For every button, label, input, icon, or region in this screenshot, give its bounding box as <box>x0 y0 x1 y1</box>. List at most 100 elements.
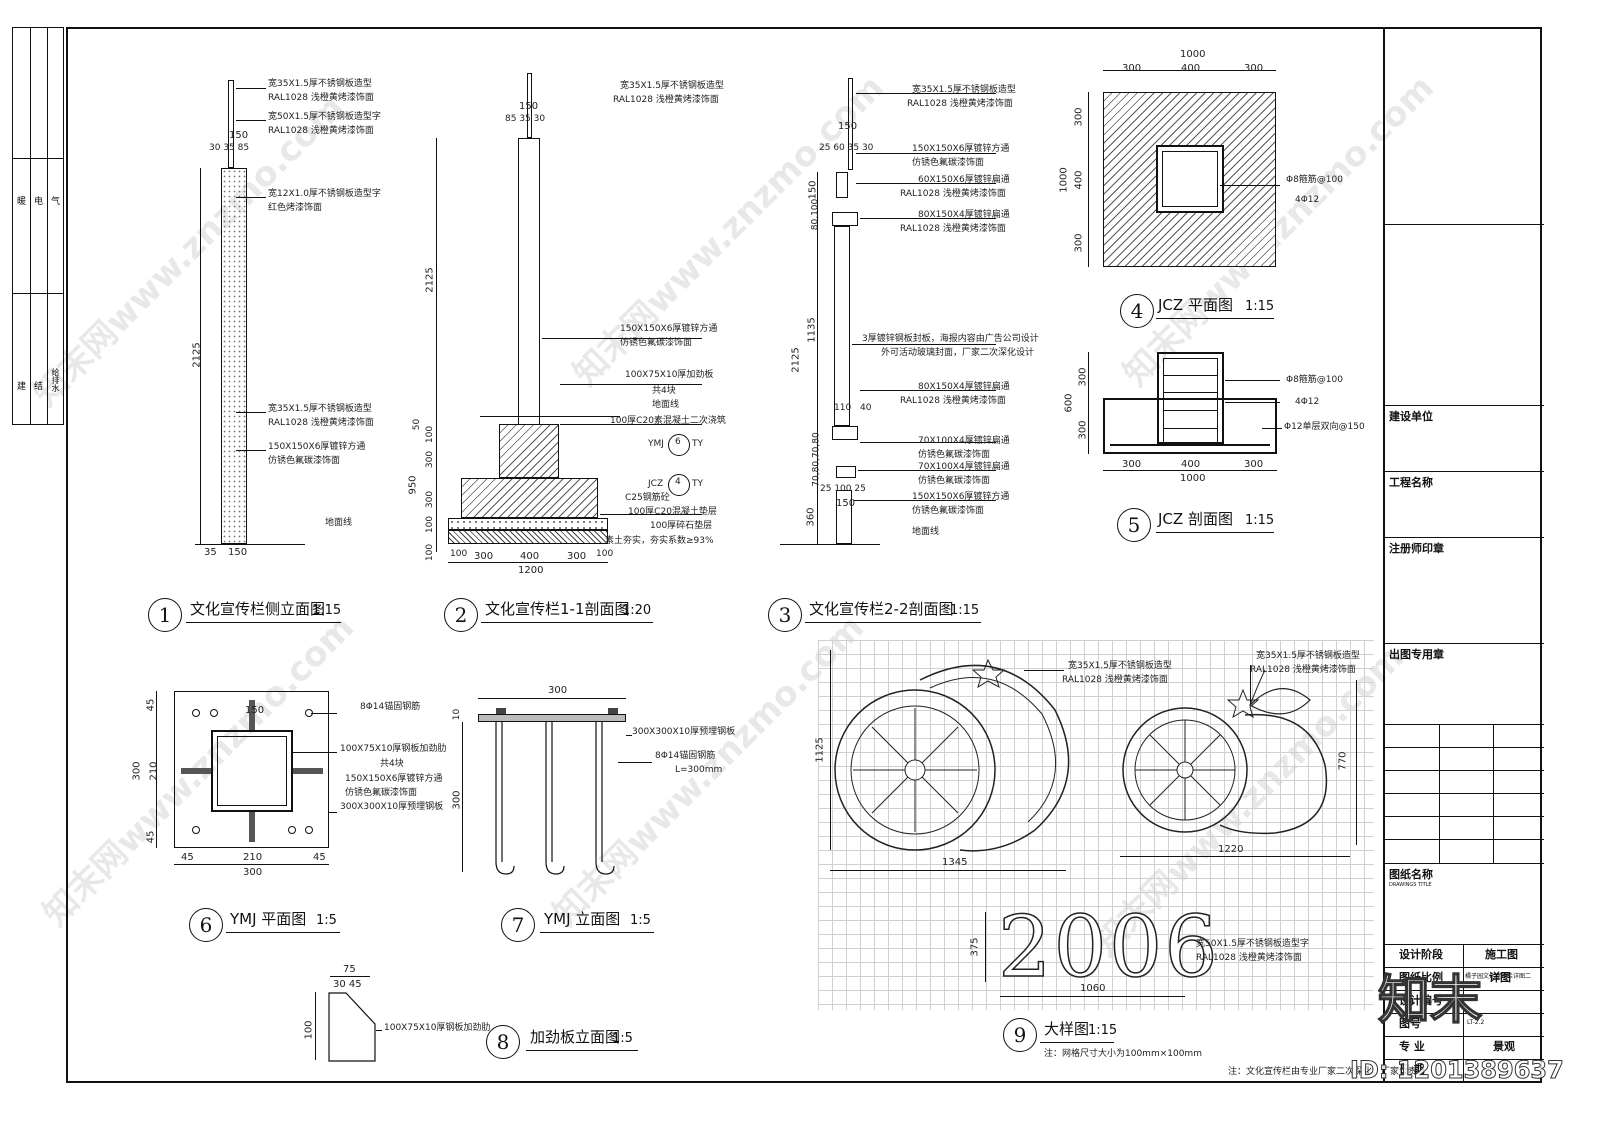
top-flat-tube <box>836 172 848 198</box>
dim: 30 45 <box>333 979 362 990</box>
view-number: 7 <box>501 908 535 942</box>
dim: 600 <box>1063 393 1075 413</box>
dim-height: 2125 <box>424 267 436 293</box>
lower-flat-tube <box>832 426 858 440</box>
stiffener <box>181 768 211 774</box>
note: RAL1028 浅橙黄烤漆饰面 <box>268 93 374 103</box>
dim: 300 <box>567 551 587 562</box>
view-title: JCZ 剖面图 <box>1158 510 1233 528</box>
dim: 300 <box>451 790 463 810</box>
concrete-bed <box>448 518 608 530</box>
dim: 50 <box>412 418 423 431</box>
anchor-hole <box>210 709 218 717</box>
dim: 100 <box>425 543 436 562</box>
view-title: YMJ 立面图 <box>544 910 621 928</box>
tb-fig-label: 图号 <box>1399 1017 1421 1030</box>
post-top-strip <box>228 80 234 168</box>
tb-spec-label: 专 业 <box>1399 1040 1425 1053</box>
note: 80X150X4厚镀锌扁通 <box>918 210 1010 220</box>
dim: 150 <box>807 180 819 200</box>
note: 仿锈色氟碳漆饰面 <box>620 338 693 348</box>
small-flat-tube <box>836 466 856 478</box>
note: RAL1028 浅橙黄烤漆饰面 <box>900 396 1006 406</box>
upper-flat-tube <box>832 212 858 226</box>
view-scale: 1:5 <box>316 913 337 928</box>
tb-build-unit: 建设单位 <box>1389 410 1433 423</box>
steel-post <box>518 138 540 438</box>
dim: 150 <box>836 498 856 509</box>
bolt <box>608 708 618 714</box>
drawing-sheet-border <box>66 27 1542 1083</box>
note: 100厚C20混凝土垫层 <box>628 507 717 517</box>
dim: 70,80,70,80 <box>811 432 822 487</box>
note: 300X300X10厚预埋钢板 <box>632 727 736 737</box>
note: 红色烤漆饰面 <box>268 203 323 213</box>
note: 150X150X6厚镀锌方通 <box>345 774 443 784</box>
dim: 10 <box>452 708 463 721</box>
dim: 45 <box>145 698 157 712</box>
anchor-hole <box>288 826 296 834</box>
tb-stage-label: 设计阶段 <box>1399 948 1443 961</box>
top-strip <box>848 78 853 170</box>
dim: 100 <box>425 515 436 534</box>
base-post <box>836 490 852 544</box>
view-scale: 1:15 <box>312 603 342 618</box>
ground-line <box>195 544 305 545</box>
note: 300X300X10厚预埋钢板 <box>340 802 444 812</box>
dim: 75 <box>343 964 356 975</box>
note: 150X150X6厚镀锌方通 <box>912 492 1010 502</box>
view-number: 5 <box>1117 508 1151 542</box>
dim: 150 <box>519 101 539 112</box>
detail-tag: TY <box>692 439 703 449</box>
note: 外可活动玻璃封面，厂家二次深化设计 <box>881 348 1035 358</box>
note: 宽50X1.5厚不锈钢板造型字 <box>268 112 381 122</box>
embed-plate-elev <box>478 714 626 722</box>
note: 仿锈色氟碳漆饰面 <box>912 158 985 168</box>
note: 150X150X6厚镀锌方通 <box>912 144 1010 154</box>
note: RAL1028 浅橙黄烤漆饰面 <box>907 99 1013 109</box>
detail-tag-circle <box>668 434 690 456</box>
note: 素土夯实，夯实系数≥93% <box>605 536 714 546</box>
note: 地面线 <box>325 518 353 528</box>
note: Φ8箍筋@100 <box>1286 175 1343 185</box>
note: RAL1028 浅橙黄烤漆饰面 <box>1196 953 1302 963</box>
orange-right-graphic <box>1122 669 1328 835</box>
dim: 100 <box>303 1020 315 1040</box>
view-title: 大样图 <box>1044 1020 1090 1038</box>
dim: 1000 <box>1180 49 1206 60</box>
view-title: 文化宣传栏侧立面图 <box>190 600 326 618</box>
dim: 300 <box>1244 459 1264 470</box>
dim-top: 30 35 85 <box>209 143 250 153</box>
strip-label: 暖 <box>17 197 27 207</box>
dim: 300 <box>1077 420 1089 440</box>
dim: 80,100 <box>810 198 821 231</box>
stiffener-plate <box>328 992 376 1062</box>
dim: 45 <box>313 852 326 863</box>
note: 宽35X1.5厚不锈钢板造型 <box>268 404 372 414</box>
dim: 25 60 35 30 <box>819 143 874 153</box>
dim-height: 2125 <box>790 347 802 373</box>
dim: 25 100 25 <box>820 484 866 494</box>
view-number: 6 <box>189 908 223 942</box>
note: 仿锈色氟碳漆饰面 <box>918 450 991 460</box>
footing-section <box>1103 398 1277 454</box>
note: 共4块 <box>652 386 676 396</box>
note: 4Φ12 <box>1295 195 1320 205</box>
strip-label: 给排水 <box>51 368 60 392</box>
dim: 400 <box>1181 63 1201 74</box>
tb-spec-value: 景观 <box>1493 1040 1515 1053</box>
note: 宽50X1.5厚不锈钢板造型字 <box>1196 939 1309 949</box>
post-body <box>221 168 247 544</box>
dim: 1125 <box>814 737 826 763</box>
tb-no-label: 设计编号 <box>1399 994 1443 1007</box>
view-title: 文化宣传栏2-2剖面图 <box>809 600 954 618</box>
note: 宽35X1.5厚不锈钢板造型 <box>1256 651 1360 661</box>
detail-tag: YMJ <box>648 439 664 449</box>
dim-bottom-150: 150 <box>228 547 248 558</box>
view-scale: 1:15 <box>1245 299 1275 314</box>
note: 共4块 <box>380 759 404 769</box>
note: 4Φ12 <box>1295 397 1320 407</box>
view-title: 加劲板立面图 <box>530 1028 621 1046</box>
dim-bottom-35: 35 <box>204 547 217 558</box>
note: 80X150X4厚镀锌扁通 <box>918 382 1010 392</box>
